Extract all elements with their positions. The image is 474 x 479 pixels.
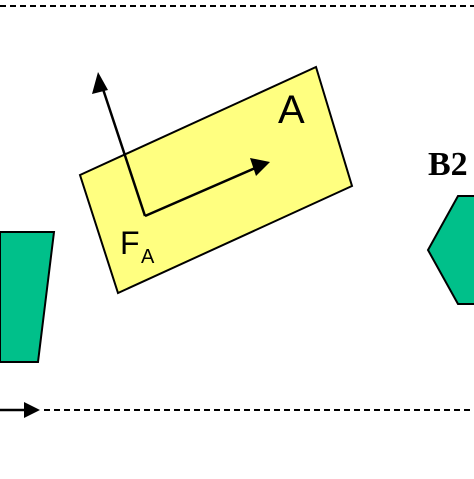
frame-a-x-arrowhead [250,158,270,176]
part-b2-hexagon [426,195,474,305]
left-green-part [0,231,56,363]
frame-a-rectangle [78,65,354,295]
frame-a-y-axis [98,79,147,217]
frame-a-label: A [278,88,305,132]
frame-a-x-axis [144,164,261,218]
frame-a-subscript: A [141,246,155,268]
part-b2-label: B2 [428,146,468,183]
frame-a-symbol: F [120,225,140,261]
frame-a-y-arrowhead [92,72,108,94]
bottom-arrowhead [24,402,40,418]
